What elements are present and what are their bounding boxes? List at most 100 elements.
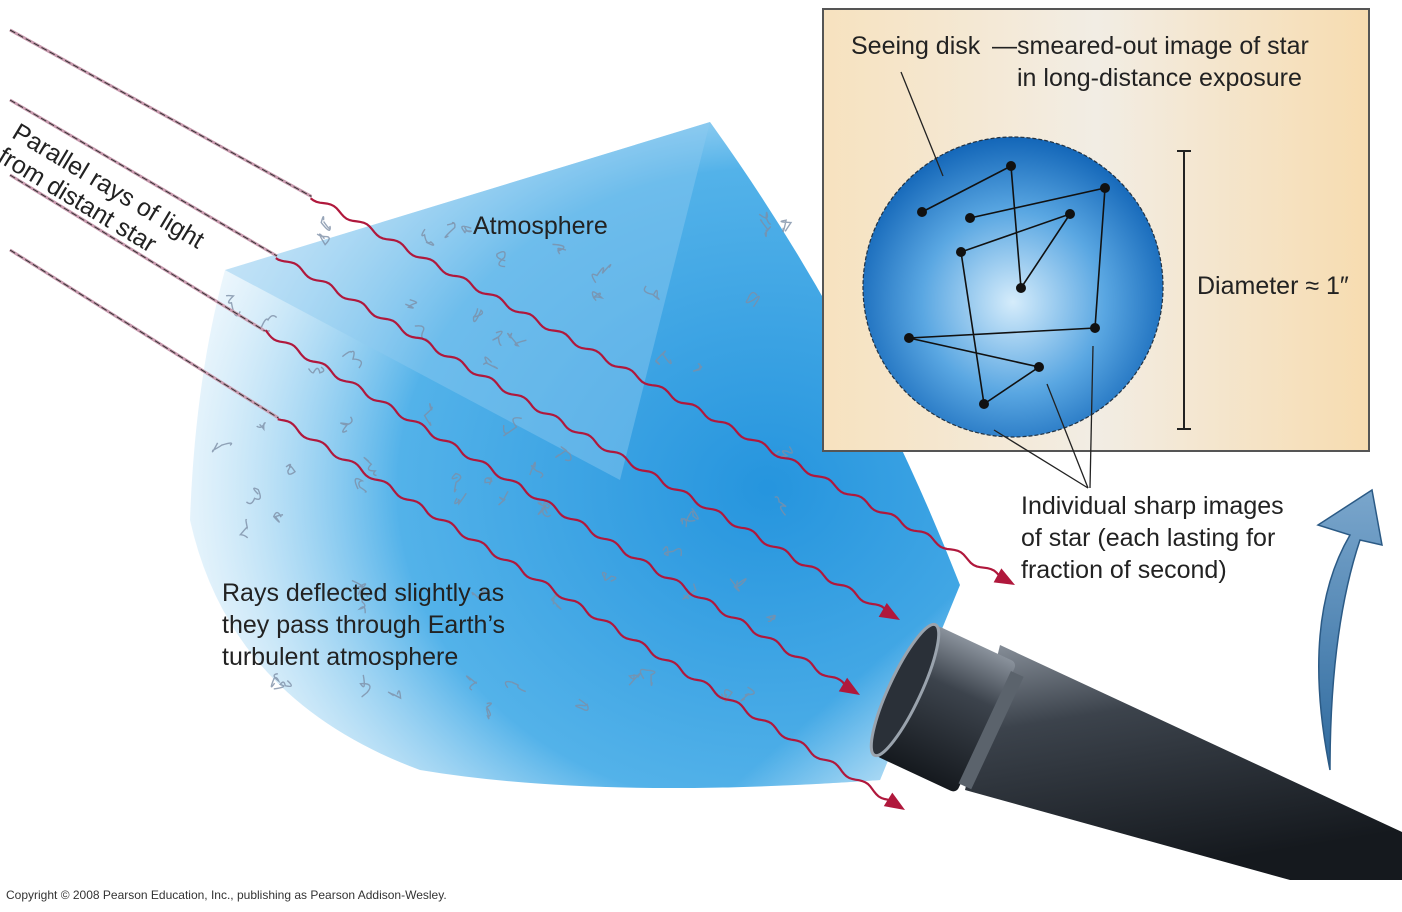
turbulence-squiggle bbox=[451, 472, 462, 493]
turbulence-squiggle bbox=[225, 294, 241, 317]
turbulence-squiggle bbox=[765, 614, 776, 623]
turbulence-squiggles bbox=[211, 211, 793, 720]
copyright: Copyright © 2008 Pearson Education, Inc.… bbox=[6, 888, 447, 902]
star-image-dot bbox=[904, 333, 914, 343]
curved-arrow-icon bbox=[1316, 488, 1383, 771]
ray-dashes bbox=[9, 29, 312, 197]
turbulence-squiggle bbox=[537, 504, 552, 518]
turbulence-squiggle bbox=[482, 356, 499, 370]
turbulence-squiggle bbox=[307, 366, 325, 374]
star-image-dot bbox=[1034, 362, 1044, 372]
turbulence-squiggle bbox=[591, 291, 605, 302]
turbulence-squiggle bbox=[285, 463, 296, 475]
atmosphere-fade bbox=[190, 122, 960, 788]
turbulence-squiggle bbox=[555, 446, 572, 462]
turbulence-squiggle bbox=[316, 233, 330, 246]
seeing-disk-term: Seeing disk bbox=[851, 32, 981, 60]
turbulence-squiggle bbox=[504, 680, 526, 693]
turbulence-squiggle bbox=[760, 219, 772, 238]
telescope-ring bbox=[958, 670, 1024, 790]
turbulence-squiggle bbox=[682, 583, 697, 600]
diameter-scale-bar bbox=[1177, 150, 1191, 430]
turbulence-squiggle bbox=[423, 403, 433, 426]
turbulence-squiggle bbox=[238, 518, 249, 539]
turbulence-squiggle bbox=[692, 363, 703, 372]
turbulence-squiggle bbox=[465, 675, 478, 691]
seeing-disk-def-line1: —smeared-out image of star bbox=[992, 32, 1309, 60]
turbulence-squiggle bbox=[351, 579, 367, 596]
arrowhead-icon bbox=[883, 792, 905, 810]
turbulence-squiggle bbox=[529, 461, 544, 479]
turbulence-squiggle bbox=[444, 221, 456, 239]
deflected-line3: turbulent atmosphere bbox=[222, 643, 459, 671]
turbulence-squiggle bbox=[662, 546, 683, 557]
turbulence-squiggle bbox=[552, 243, 567, 255]
turbulence-squiggle bbox=[256, 422, 267, 432]
deflected-line1: Rays deflected slightly as bbox=[222, 579, 505, 607]
turbulence-squiggle bbox=[729, 578, 747, 592]
turbulence-squiggle bbox=[387, 690, 402, 700]
turbulence-squiggle bbox=[421, 228, 435, 246]
seeing-disk-leader bbox=[900, 71, 944, 177]
telescope bbox=[869, 622, 1402, 880]
ray-dashes bbox=[9, 99, 278, 257]
turbulence-squiggle bbox=[507, 332, 527, 347]
turbulence-squiggle bbox=[485, 702, 493, 720]
turbulence-squiggle bbox=[502, 417, 522, 437]
turbulence-squiggle bbox=[492, 330, 503, 347]
turbulence-squiggle bbox=[774, 496, 787, 516]
turbulence-squiggle bbox=[320, 216, 331, 231]
turbulence-squiggle bbox=[245, 487, 261, 505]
deflected-rays-label: Rays deflected slightly as they pass thr… bbox=[222, 577, 505, 673]
star-image-dot bbox=[1100, 183, 1110, 193]
ray-dashes bbox=[9, 174, 266, 332]
ray-dashes bbox=[9, 249, 279, 419]
turbulence-squiggle bbox=[601, 571, 617, 582]
turbulence-squiggle bbox=[272, 511, 284, 523]
star-image-dot bbox=[1016, 283, 1026, 293]
turbulence-squiggle bbox=[758, 211, 772, 225]
light-ray bbox=[9, 248, 905, 810]
arrowhead-icon bbox=[993, 568, 1015, 585]
light-ray bbox=[9, 28, 1015, 585]
turbulence-squiggle bbox=[340, 416, 353, 433]
individual-line1: Individual sharp images bbox=[1021, 492, 1284, 520]
turbulence-squiggle bbox=[357, 591, 369, 614]
turbulence-squiggle bbox=[461, 225, 472, 234]
turbulence-squiggle bbox=[680, 517, 688, 528]
turbulence-squiggle bbox=[643, 285, 660, 301]
turbulence-squiggle bbox=[628, 672, 642, 686]
turbulence-squiggle bbox=[405, 298, 418, 309]
individual-line3: fraction of second) bbox=[1021, 556, 1227, 584]
turbulence-squiggle bbox=[471, 589, 488, 601]
ray-wavy-segment bbox=[275, 257, 888, 612]
star-image-dot bbox=[1090, 323, 1100, 333]
turbulence-squiggle bbox=[591, 263, 612, 284]
telescope-tube bbox=[965, 645, 1402, 880]
turbulence-squiggle bbox=[780, 219, 793, 233]
individual-images-label: Individual sharp images of star (each la… bbox=[1021, 490, 1284, 586]
star-image-dot bbox=[965, 213, 975, 223]
turbulence-squiggle bbox=[273, 680, 292, 690]
arrowhead-icon bbox=[838, 677, 860, 695]
star-image-dot bbox=[917, 207, 927, 217]
star-image-dot bbox=[1065, 209, 1075, 219]
star-image-dot bbox=[979, 399, 989, 409]
turbulence-squiggle bbox=[484, 477, 493, 486]
light-rays bbox=[9, 28, 1015, 810]
turbulence-squiggle bbox=[354, 478, 367, 493]
deflected-line2: they pass through Earth’s bbox=[222, 611, 506, 639]
turbulence-squiggle bbox=[498, 490, 509, 506]
turbulence-squiggle bbox=[363, 456, 377, 477]
ray-wavy-segment bbox=[264, 329, 848, 688]
turbulence-squiggle bbox=[496, 251, 506, 268]
seeing-disk bbox=[862, 136, 1164, 438]
star-image-dot bbox=[1006, 161, 1016, 171]
light-ray bbox=[9, 98, 900, 620]
turbulence-squiggle bbox=[211, 442, 233, 453]
individual-images-leaders bbox=[993, 345, 1094, 489]
turbulence-squiggle bbox=[654, 350, 672, 366]
star-image-path bbox=[904, 161, 1110, 409]
seeing-disk-def-line2: in long-distance exposure bbox=[1017, 64, 1302, 92]
